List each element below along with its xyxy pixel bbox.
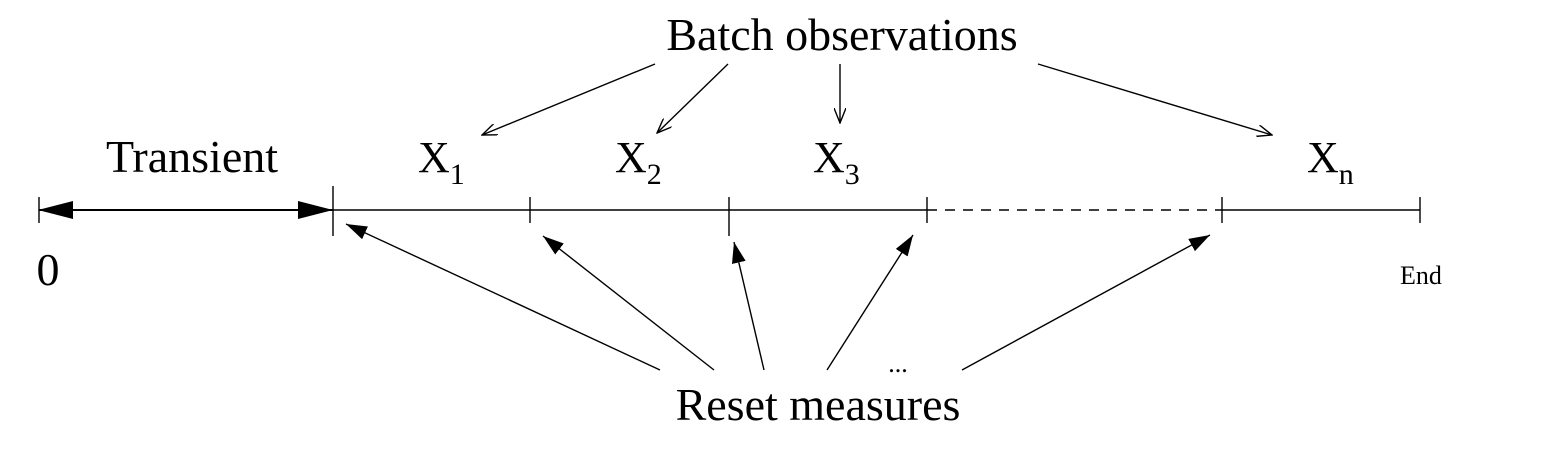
batch-arrow-1 — [482, 63, 656, 135]
batch-n-base: X — [1307, 133, 1339, 182]
reset-arrow-1 — [345, 223, 661, 371]
batch-label-n: Xn — [1307, 133, 1354, 191]
batch-n-sub: n — [1339, 158, 1354, 191]
transient-label: Transient — [106, 131, 278, 182]
zero-label: 0 — [37, 244, 60, 295]
reset-arrow-2 — [542, 235, 715, 371]
reset-arrow-3 — [731, 241, 765, 371]
batch-label-3: X3 — [813, 133, 860, 191]
batch-1-base: X — [418, 133, 450, 182]
batch-observations-label: Batch observations — [666, 9, 1017, 60]
reset-arrow-5 — [961, 234, 1211, 371]
batch-arrow-n — [1037, 63, 1272, 135]
batch-label-2: X2 — [615, 133, 662, 191]
end-label: End — [1400, 261, 1442, 290]
batch-3-base: X — [813, 133, 845, 182]
reset-measures-label: Reset measures — [676, 379, 961, 430]
ellipsis-label: ... — [888, 349, 908, 378]
batch-3-sub: 3 — [845, 158, 860, 191]
batch-1-sub: 1 — [450, 158, 465, 191]
batch-label-1: X1 — [418, 133, 465, 191]
reset-arrow-4 — [826, 234, 914, 371]
batch-arrow-2 — [657, 63, 729, 133]
batch-2-base: X — [615, 133, 647, 182]
batch-2-sub: 2 — [647, 158, 662, 191]
